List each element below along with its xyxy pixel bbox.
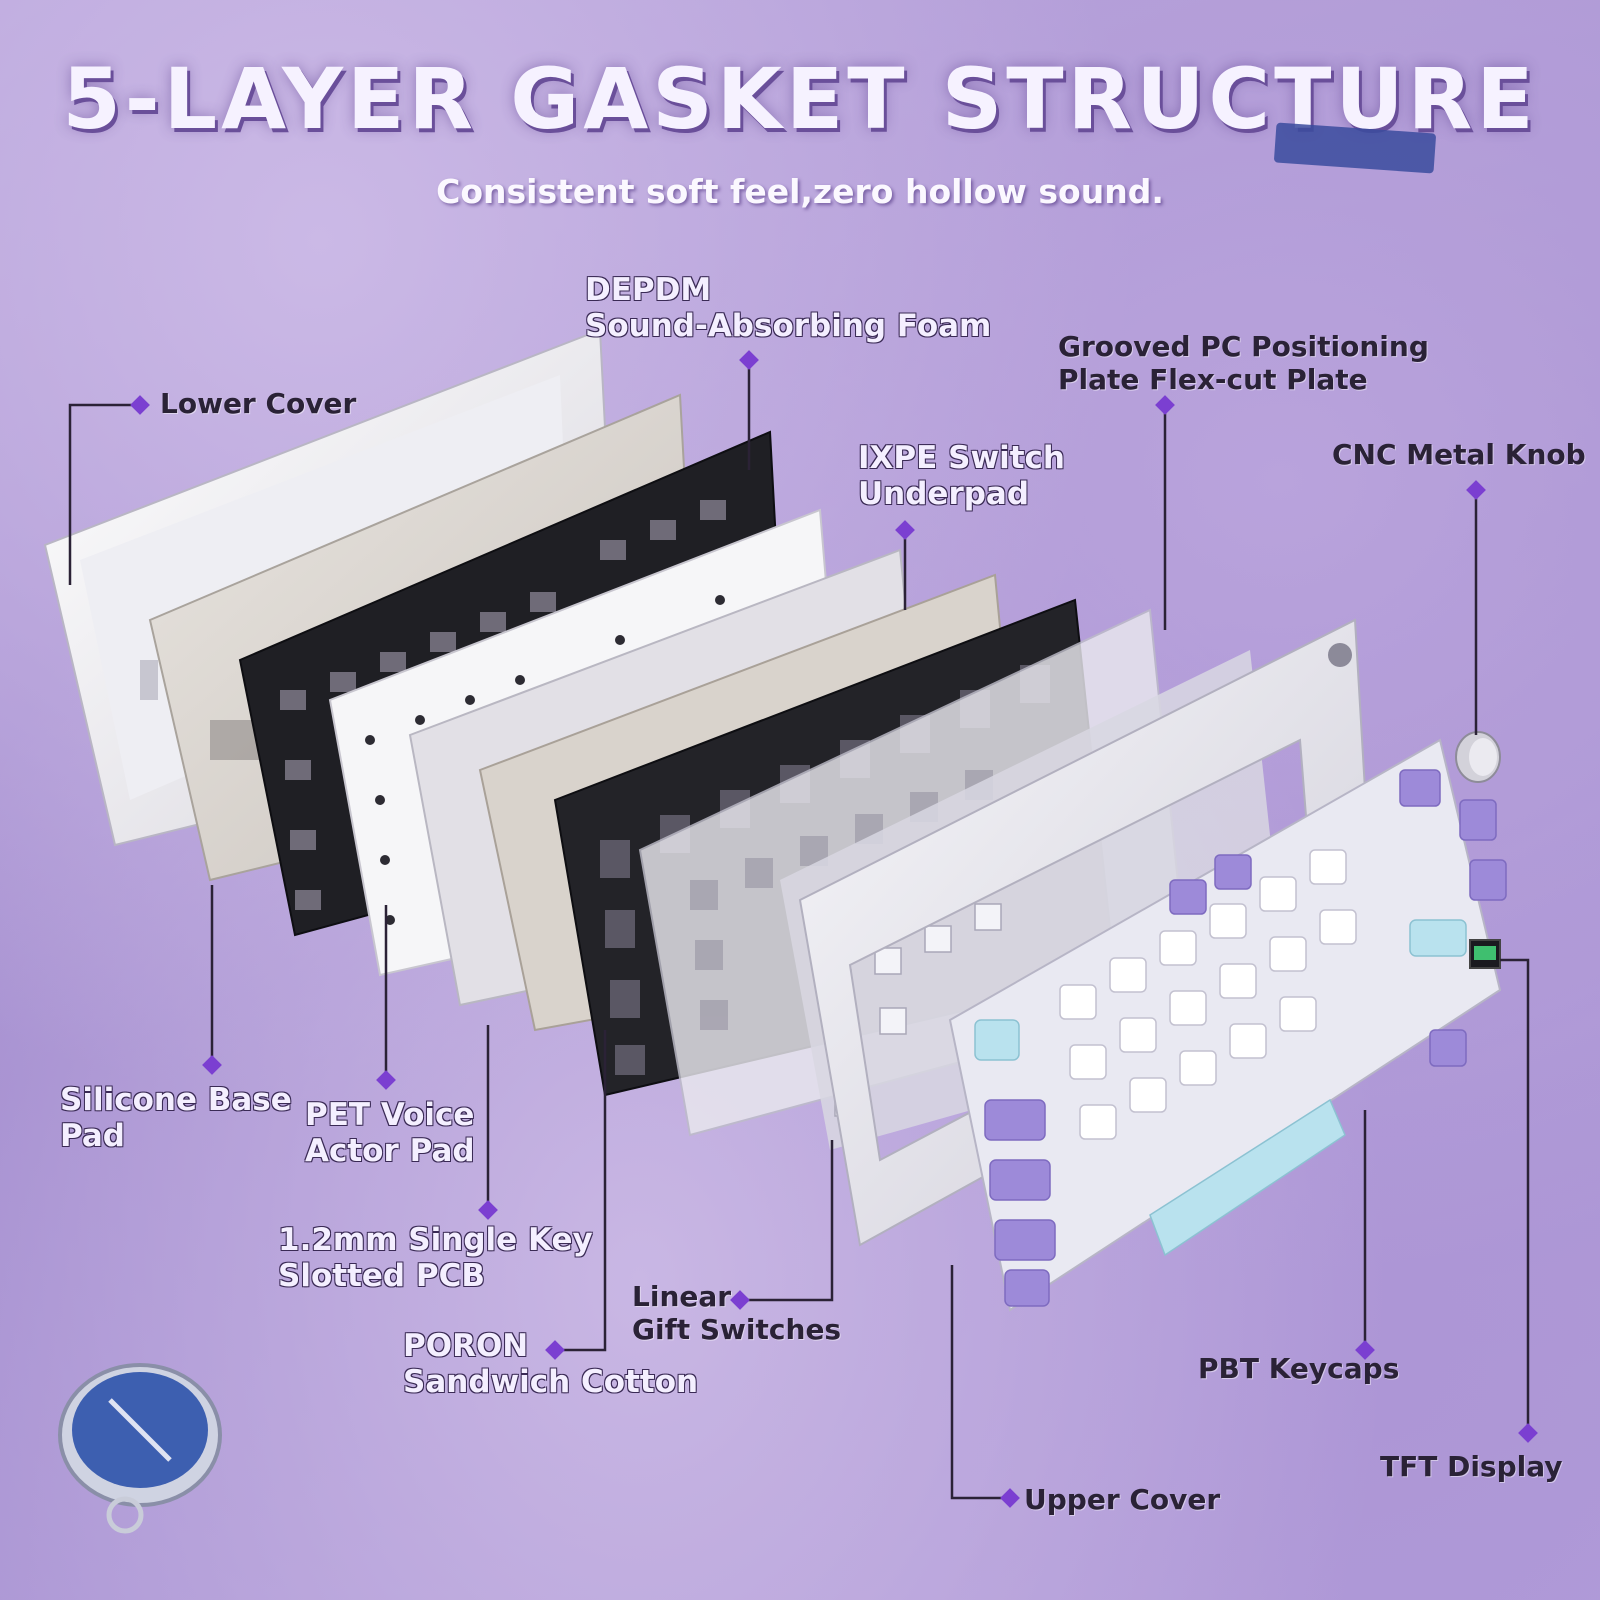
leader-upper-cover [950,1265,1010,1500]
leader-lines [68,360,1530,1500]
label-lower-cover: Lower Cover [160,387,357,420]
compass-decoration [58,1363,222,1534]
label-upper-cover: Upper Cover [1024,1483,1221,1516]
label-cnc-knob: CNC Metal Knob [1332,438,1586,471]
label-pbt-keycaps: PBT Keycaps [1198,1352,1400,1385]
keyboard-thumbnail-decoration [1274,122,1436,174]
leader-switches [740,1140,834,1302]
leader-poron [555,1030,607,1352]
page-subtitle: Consistent soft feel,zero hollow sound. [436,172,1164,211]
label-tft-display: TFT Display [1380,1450,1563,1483]
tft-display [1469,939,1501,969]
pbt-keycaps-layer [948,738,1507,1312]
cnc-metal-knob [1455,731,1501,783]
leader-tft [1500,958,1530,1433]
leader-lower-cover [68,403,140,585]
leader-markers [130,350,1538,1508]
